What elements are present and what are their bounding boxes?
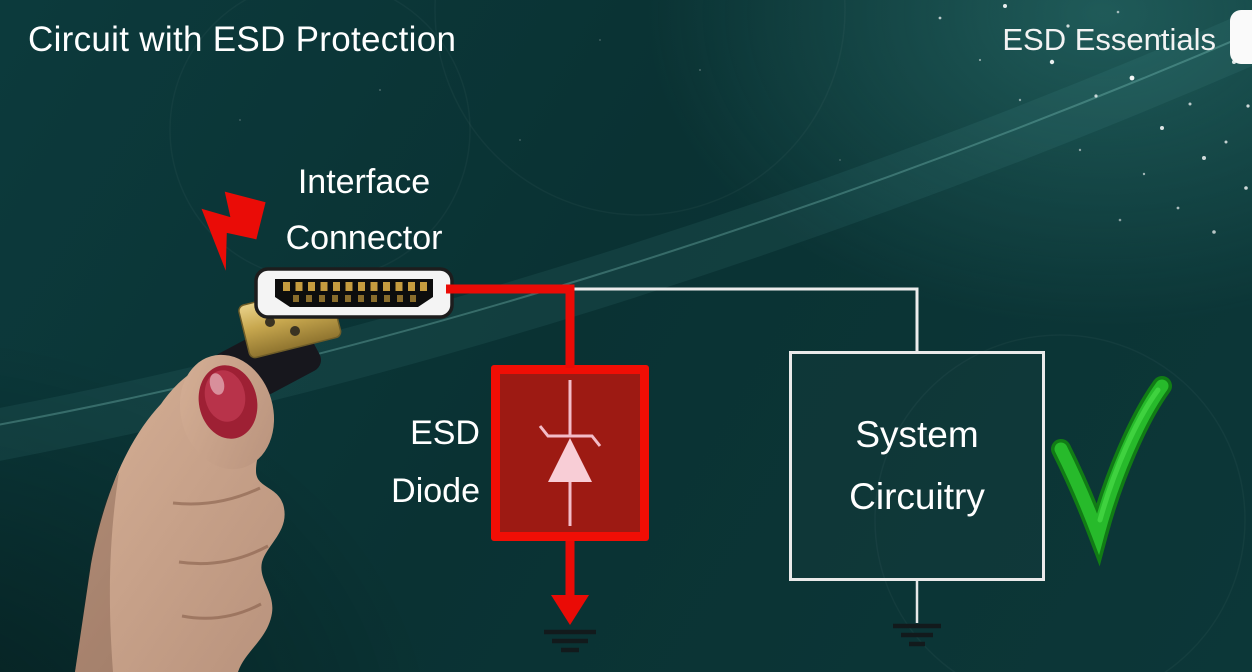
esd-diode-label: ESD Diode <box>322 404 480 520</box>
thumbnail-highlight <box>209 373 225 395</box>
channel-logo-icon <box>1230 10 1252 64</box>
interface-connector-label: Interface Connector <box>213 154 515 266</box>
zener-diode-icon <box>538 380 602 526</box>
thumbnail-gloss <box>204 370 246 422</box>
hand-holding-hdmi-photo <box>75 284 342 672</box>
plug-pin-dot <box>290 326 300 336</box>
hdmi-pins-lower <box>293 295 416 302</box>
finger-creases <box>172 486 269 620</box>
system-box-line2: Circuitry <box>849 476 985 517</box>
connector-label-line2: Connector <box>285 219 443 257</box>
hand-shadow <box>75 472 119 672</box>
system-box-line1: System <box>855 414 979 455</box>
system-circuitry-box: System Circuitry <box>789 351 1045 581</box>
plug-pin-dot <box>265 317 275 327</box>
connector-label-line1: Interface <box>297 163 431 201</box>
page-title: Circuit with ESD Protection <box>28 20 457 59</box>
diode-label-line2: Diode <box>391 472 480 510</box>
esd-diode-box <box>491 365 649 541</box>
light-streak <box>0 9 1252 461</box>
diode-label-line1: ESD <box>410 414 480 452</box>
brand-text: ESD Essentials <box>1002 22 1216 57</box>
hdmi-pins <box>283 282 427 291</box>
stars <box>239 4 1250 234</box>
hdmi-connector-icon <box>254 267 454 319</box>
lightning-icon <box>201 191 266 271</box>
